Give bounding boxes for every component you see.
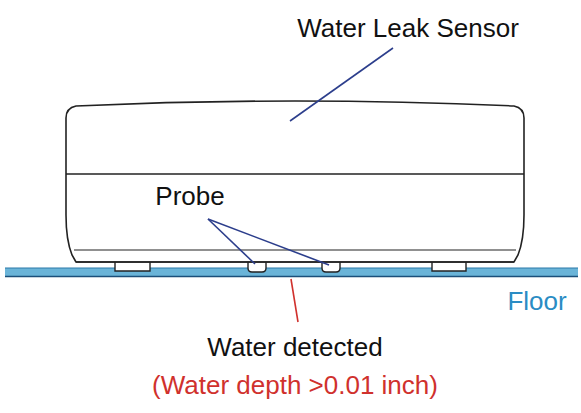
note-label: (Water depth >0.01 inch) xyxy=(152,372,438,398)
housing-seam xyxy=(66,173,524,174)
floor-line xyxy=(5,276,578,278)
housing-base-line xyxy=(74,249,516,250)
floor-surface xyxy=(5,268,578,276)
sensor-feet xyxy=(115,262,466,271)
leader-line xyxy=(291,279,298,322)
part-label: Water Leak Sensor xyxy=(297,15,519,41)
floor-edge xyxy=(5,268,578,269)
housing-bottom xyxy=(76,261,514,262)
note-label: Water detected xyxy=(207,334,382,360)
sensor-housing xyxy=(66,101,524,262)
leader-line xyxy=(208,219,329,265)
leader-line xyxy=(290,48,393,121)
part-label: Probe xyxy=(155,183,224,209)
leader-line xyxy=(208,219,255,264)
floor-label: Floor xyxy=(507,288,566,314)
